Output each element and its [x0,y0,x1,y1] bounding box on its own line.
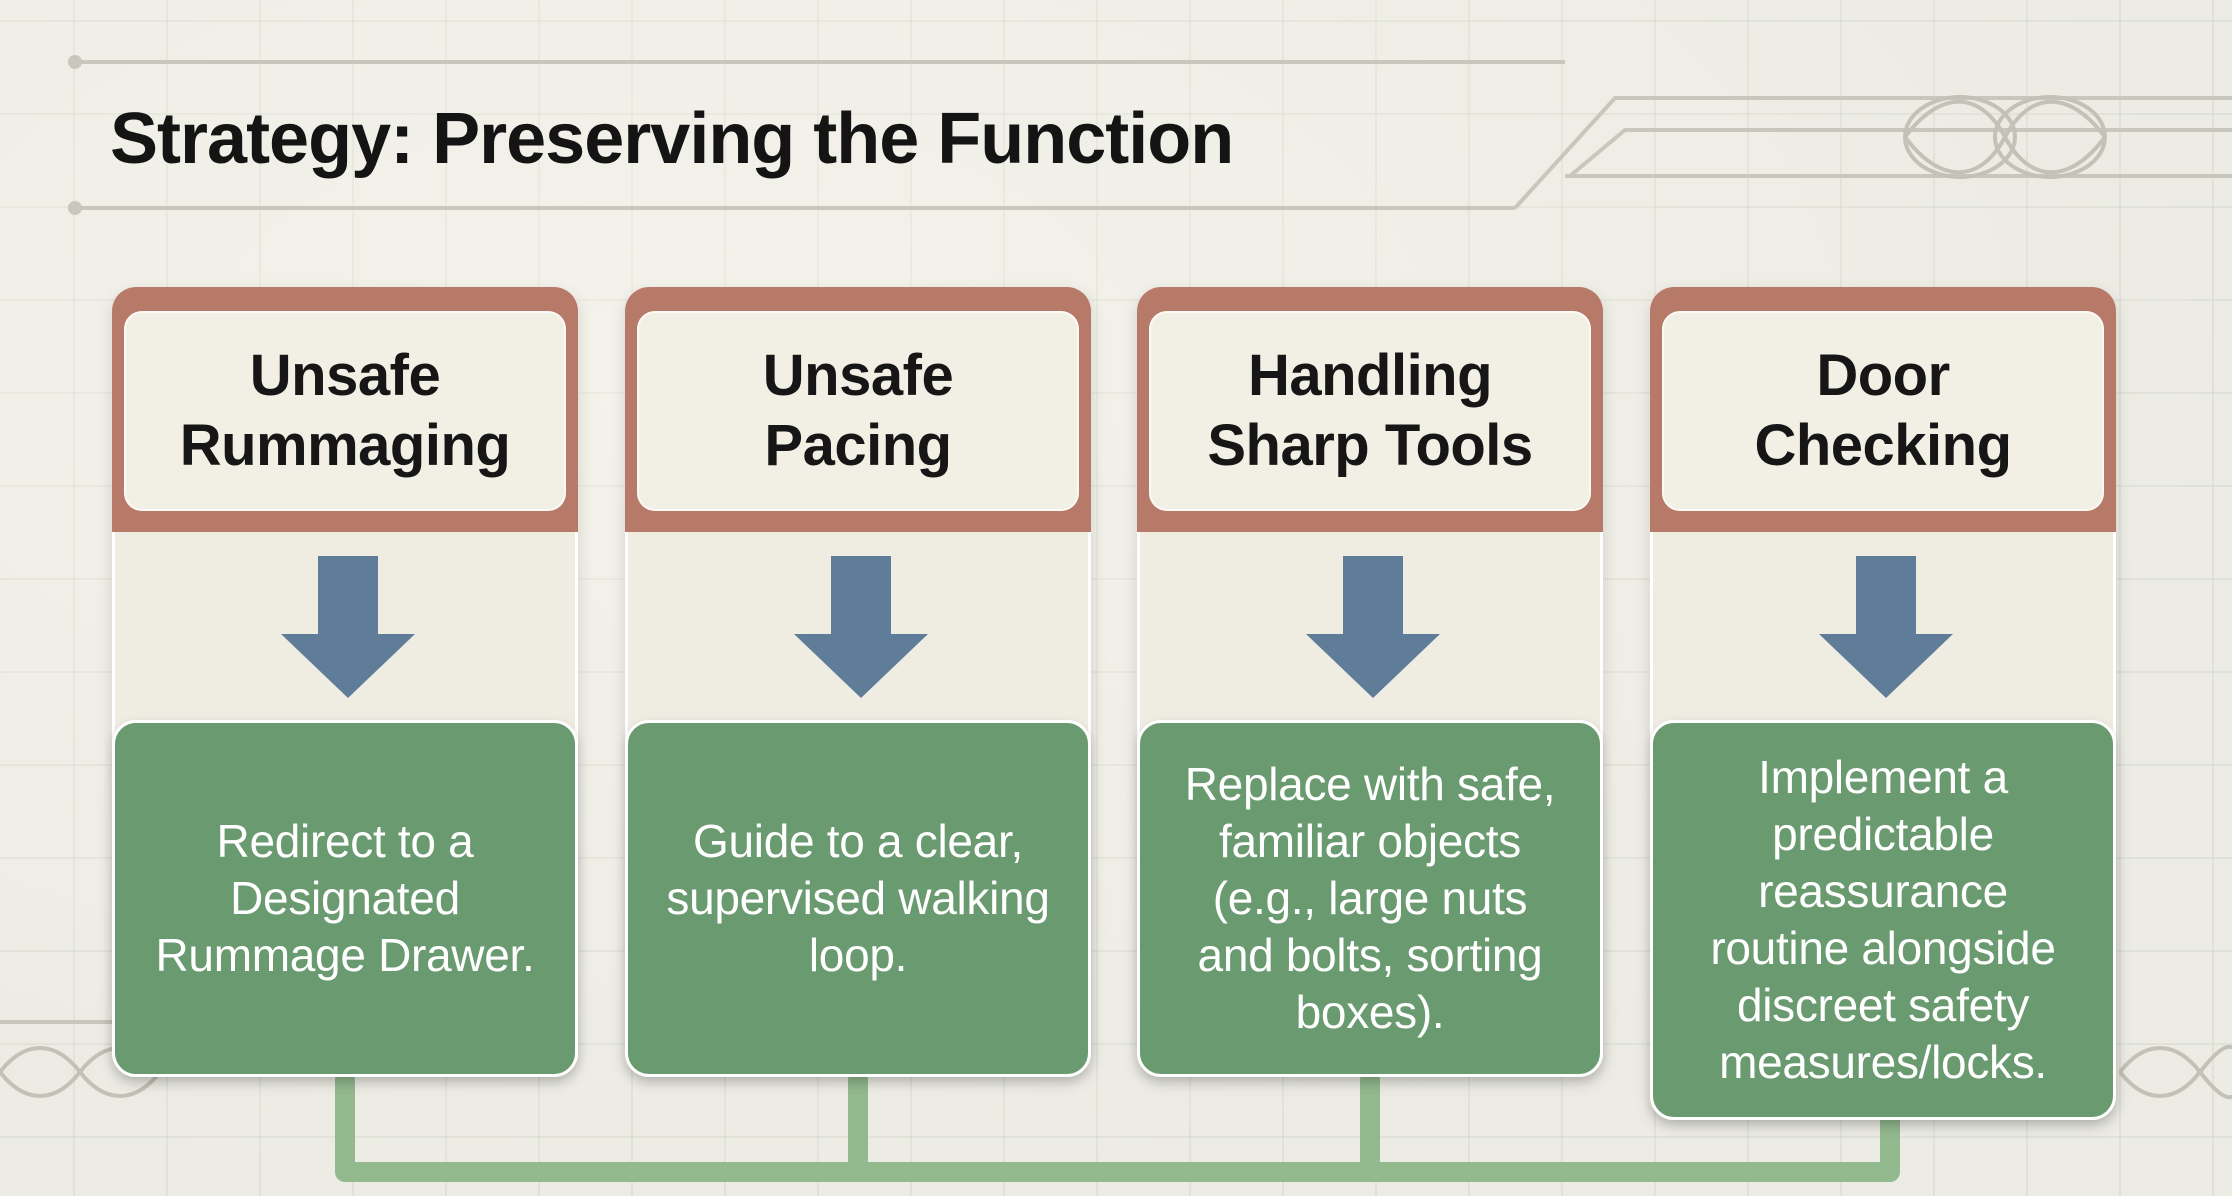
circuit-line-b [1568,128,2232,178]
behavior-header-frame: Handling Sharp Tools [1137,287,1603,532]
strategy-action: Replace with safe, familiar objects (e.g… [1137,720,1603,1077]
strategy-column-rummaging: Unsafe Rummaging Redirect to a Designate… [112,287,578,1077]
strategy-action: Redirect to a Designated Rummage Drawer. [112,720,578,1077]
strategy-column-sharp-tools: Handling Sharp Tools Replace with safe, … [1137,287,1603,1077]
connector-bracket [335,1070,1900,1182]
down-arrow-icon [794,556,928,698]
behavior-header: Unsafe Rummaging [124,311,566,511]
circuit-line-a [1513,96,2232,210]
infinity-ornament-top [1903,95,2107,179]
strategy-label: Implement a predictable reassurance rout… [1710,751,2056,1088]
strategy-label: Guide to a clear, supervised walking loo… [666,815,1050,981]
behavior-label: Unsafe Rummaging [179,343,511,478]
strategy-column-door-checking: Door Checking Implement a predictable re… [1650,287,2116,1120]
strategy-label: Redirect to a Designated Rummage Drawer. [155,815,535,981]
behavior-label: Door Checking [1754,343,2012,478]
strategy-action: Implement a predictable reassurance rout… [1650,720,2116,1120]
strategy-label: Replace with safe, familiar objects (e.g… [1184,758,1556,1038]
behavior-label: Unsafe Pacing [762,343,954,478]
behavior-label: Handling Sharp Tools [1207,343,1533,478]
behavior-header-frame: Door Checking [1650,287,2116,532]
wave-ornament-right [2118,1044,2232,1100]
behavior-header-frame: Unsafe Pacing [625,287,1091,532]
behavior-header: Door Checking [1662,311,2104,511]
behavior-header: Handling Sharp Tools [1149,311,1591,511]
down-arrow-icon [281,556,415,698]
behavior-header-frame: Unsafe Rummaging [112,287,578,532]
strategy-action: Guide to a clear, supervised walking loo… [625,720,1091,1077]
strategy-column-pacing: Unsafe Pacing Guide to a clear, supervis… [625,287,1091,1077]
down-arrow-icon [1306,556,1440,698]
title-rule-bottom-dot [68,201,82,215]
title-rule-top-dot [68,55,82,69]
page-title: Strategy: Preserving the Function [110,99,1234,179]
behavior-header: Unsafe Pacing [637,311,1079,511]
down-arrow-icon [1819,556,1953,698]
